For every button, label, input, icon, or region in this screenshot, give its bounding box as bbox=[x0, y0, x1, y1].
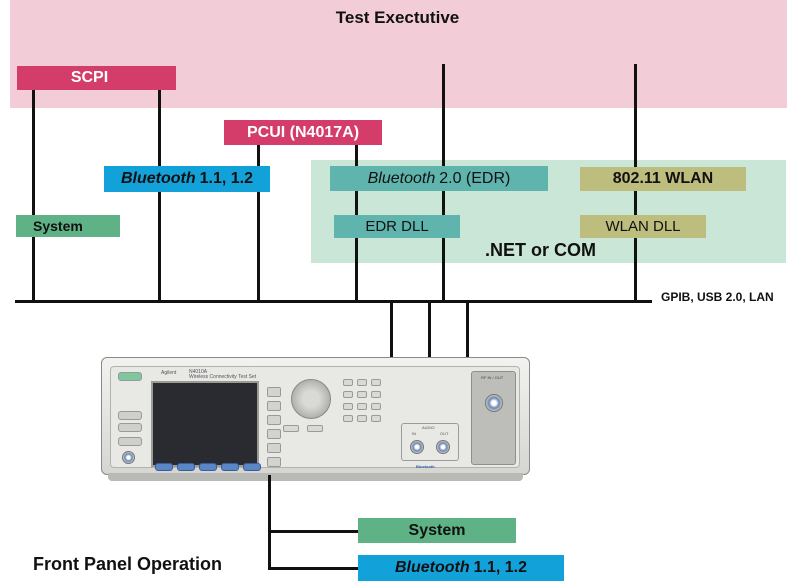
instrument-brand: Agilent bbox=[161, 370, 177, 376]
bluetooth-badge: Bluetooth bbox=[416, 464, 435, 469]
audio-out-label: OUT bbox=[440, 431, 449, 436]
bluetooth-11-12-version: 1.1, 1.2 bbox=[199, 170, 254, 187]
blue-softkey bbox=[199, 463, 217, 471]
keypad-key bbox=[357, 391, 367, 398]
instrument-model-number: N4010A bbox=[189, 369, 208, 375]
keypad-key bbox=[343, 403, 353, 410]
instrument-bezel: Agilent N4010A Wireless Connectivity Tes… bbox=[110, 366, 520, 471]
line-instr-2 bbox=[428, 302, 431, 358]
dotnet-com-title: .NET or COM bbox=[485, 240, 596, 260]
keypad-key bbox=[371, 379, 381, 386]
power-button bbox=[118, 372, 142, 381]
audio-io-panel: AUDIO IN OUT bbox=[401, 423, 459, 461]
wlan-dll-label: WLAN DLL bbox=[580, 215, 706, 238]
instrument-subtitle: Wireless Connectivity Test Set bbox=[189, 374, 257, 380]
softkey bbox=[267, 429, 281, 439]
blue-softkey bbox=[177, 463, 195, 471]
bluetooth-20-italic: Bluetooth bbox=[367, 169, 436, 187]
keypad-key bbox=[371, 415, 381, 422]
softkey bbox=[267, 401, 281, 411]
keypad-key bbox=[343, 391, 353, 398]
softkey bbox=[267, 443, 281, 453]
rf-connector-icon bbox=[485, 394, 503, 412]
instrument-model: N4010A Wireless Connectivity Test Set bbox=[189, 370, 256, 380]
line-bottom-system bbox=[268, 530, 362, 533]
scpi-label: SCPI bbox=[17, 66, 176, 90]
audio-in-label: IN bbox=[412, 431, 416, 436]
line-pcui bbox=[257, 141, 260, 303]
keypad-key bbox=[343, 415, 353, 422]
edr-dll-label-text: EDR DLL bbox=[365, 218, 429, 235]
keypad-key bbox=[357, 415, 367, 422]
blue-softkey bbox=[155, 463, 173, 471]
keypad-key bbox=[357, 379, 367, 386]
bottom-system-label: System bbox=[358, 518, 516, 543]
keypad-key bbox=[371, 403, 381, 410]
line-scpi bbox=[158, 86, 161, 303]
front-knob-icon bbox=[122, 451, 135, 464]
wlan-80211-label: 802.11 WLAN bbox=[580, 167, 746, 191]
line-bottom-bluetooth bbox=[268, 567, 362, 570]
instrument-foot bbox=[108, 473, 523, 481]
softkey bbox=[267, 457, 281, 467]
bluetooth-11-12-label: Bluetooth 1.1, 1.2 bbox=[104, 166, 270, 192]
audio-io-label: AUDIO bbox=[422, 425, 435, 430]
softkey bbox=[267, 415, 281, 425]
blue-softkey bbox=[243, 463, 261, 471]
line-system bbox=[32, 86, 35, 303]
nav-side-key bbox=[283, 425, 299, 432]
line-front-panel bbox=[268, 475, 271, 570]
keypad-key bbox=[357, 403, 367, 410]
nav-side-key bbox=[307, 425, 323, 432]
bus-label: GPIB, USB 2.0, LAN bbox=[661, 290, 774, 304]
rf-io-panel: RF IN / OUT bbox=[471, 371, 516, 465]
bottom-bluetooth-label: Bluetooth 1.1, 1.2 bbox=[358, 555, 564, 581]
softkey bbox=[267, 387, 281, 397]
keypad-key bbox=[371, 391, 381, 398]
n4010a-instrument-illustration: Agilent N4010A Wireless Connectivity Tes… bbox=[101, 357, 530, 475]
system-label-text: System bbox=[33, 218, 83, 234]
wlan-dll-label-text: WLAN DLL bbox=[605, 218, 681, 235]
system-label: System bbox=[16, 215, 120, 237]
bottom-bluetooth-version: 1.1, 1.2 bbox=[473, 559, 528, 576]
scpi-label-text: SCPI bbox=[70, 69, 109, 86]
bluetooth-20-label: Bluetooth 2.0 (EDR) bbox=[330, 166, 548, 191]
front-left-button bbox=[118, 437, 142, 446]
rf-io-label: RF IN / OUT bbox=[481, 375, 504, 380]
instrument-screen bbox=[151, 381, 259, 467]
edr-dll-label: EDR DLL bbox=[334, 215, 460, 238]
pcui-label-text: PCUI (N4017A) bbox=[246, 123, 360, 141]
front-left-button bbox=[118, 411, 142, 420]
wlan-80211-label-text: 802.11 WLAN bbox=[612, 170, 714, 187]
navigation-pad-icon bbox=[291, 379, 331, 419]
pcui-label: PCUI (N4017A) bbox=[224, 120, 382, 145]
front-left-button bbox=[118, 423, 142, 432]
keypad-key bbox=[343, 379, 353, 386]
bottom-system-label-text: System bbox=[408, 521, 466, 539]
line-instr-1 bbox=[390, 302, 393, 358]
audio-in-connector-icon bbox=[410, 440, 424, 454]
bus-line bbox=[15, 300, 652, 303]
blue-softkey bbox=[221, 463, 239, 471]
bottom-bluetooth-italic: Bluetooth bbox=[394, 559, 470, 576]
bluetooth-11-12-italic: Bluetooth bbox=[120, 170, 196, 187]
test-executive-region bbox=[10, 0, 787, 108]
front-panel-label: Front Panel Operation bbox=[33, 554, 223, 574]
bluetooth-20-version: 2.0 (EDR) bbox=[439, 169, 511, 187]
line-instr-3 bbox=[466, 302, 469, 358]
audio-out-connector-icon bbox=[436, 440, 450, 454]
test-executive-title: Test Exectutive bbox=[335, 8, 460, 27]
